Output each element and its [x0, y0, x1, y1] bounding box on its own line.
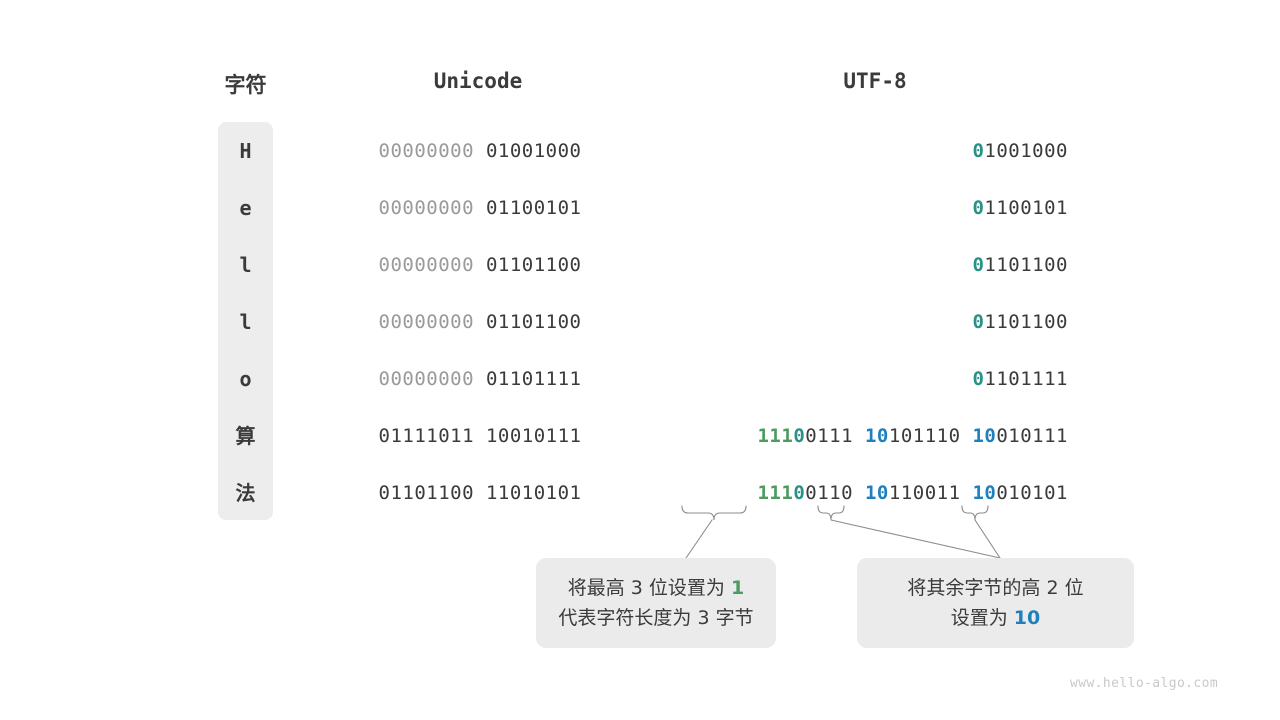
- utf8-payload-bits: 010111: [996, 425, 1068, 447]
- utf8-byte-separator: [853, 482, 865, 504]
- callout-1-line-2: 代表字符长度为 3 字节: [558, 607, 754, 629]
- unicode-byte-separator: [474, 140, 486, 162]
- utf8-cell: 11100110 10110011 10010101: [600, 481, 1068, 505]
- callout-2-line-2: 设置为 10: [951, 603, 1041, 633]
- utf8-payload-bits: 0110: [805, 482, 854, 504]
- character-cell: l: [239, 310, 252, 334]
- unicode-high-byte: 01101100: [378, 482, 475, 504]
- utf8-payload-bits: 010101: [996, 482, 1068, 504]
- utf8-marker-bits: 10: [972, 482, 997, 504]
- utf8-payload-bits: 1101100: [984, 311, 1068, 333]
- utf8-cell: 11100111 10101110 10010111: [600, 424, 1068, 448]
- utf8-payload-bits: 101110: [888, 425, 961, 447]
- unicode-high-byte: 00000000: [378, 197, 475, 219]
- character-cell: H: [239, 139, 252, 163]
- unicode-high-byte: 00000000: [378, 311, 475, 333]
- utf8-payload-bits: 0111: [805, 425, 854, 447]
- unicode-low-byte: 01101100: [485, 254, 582, 276]
- callout-leading-byte: 将最高 3 位设置为 1 代表字符长度为 3 字节: [536, 558, 776, 648]
- character-cell: 法: [235, 481, 256, 505]
- unicode-cell: 00000000 01001000: [340, 139, 620, 163]
- utf8-payload-bits: 1101100: [984, 254, 1068, 276]
- utf8-payload-bits: 1101111: [984, 368, 1068, 390]
- utf8-payload-bits: 110011: [888, 482, 961, 504]
- utf8-marker-bits: 0: [972, 197, 985, 219]
- unicode-low-byte: 10010111: [485, 425, 582, 447]
- unicode-cell: 01101100 11010101: [340, 481, 620, 505]
- column-header-character: 字符: [224, 73, 267, 97]
- utf8-byte-separator: [961, 425, 973, 447]
- character-cell: o: [239, 367, 252, 391]
- utf8-cell: 01001000: [600, 139, 1068, 163]
- utf8-byte-separator: [853, 425, 865, 447]
- utf8-marker-bits: 10: [864, 482, 889, 504]
- utf8-marker-bits: 10: [864, 425, 889, 447]
- utf8-marker-terminator-bit: 0: [793, 482, 806, 504]
- callout-1-line-1-text: 将最高 3 位设置为: [567, 577, 731, 599]
- unicode-high-byte: 00000000: [378, 254, 475, 276]
- unicode-byte-separator: [474, 482, 486, 504]
- utf8-cell: 01100101: [600, 196, 1068, 220]
- column-header-unicode: Unicode: [433, 69, 523, 93]
- unicode-low-byte: 01101111: [485, 368, 582, 390]
- unicode-byte-separator: [474, 425, 486, 447]
- unicode-high-byte: 00000000: [378, 140, 475, 162]
- unicode-low-byte: 11010101: [485, 482, 582, 504]
- callout-1-highlight: 1: [730, 577, 745, 599]
- utf8-marker-bits: 111: [757, 425, 794, 447]
- utf8-payload-bits: 1100101: [984, 197, 1068, 219]
- callout-continuation-bytes: 将其余字节的高 2 位 设置为 10: [857, 558, 1134, 648]
- utf8-marker-bits: 0: [972, 140, 985, 162]
- utf8-marker-terminator-bit: 0: [793, 425, 806, 447]
- unicode-low-byte: 01101100: [485, 311, 582, 333]
- utf8-cell: 01101100: [600, 310, 1068, 334]
- unicode-byte-separator: [474, 197, 486, 219]
- watermark: www.hello-algo.com: [1070, 676, 1219, 691]
- unicode-byte-separator: [474, 311, 486, 333]
- callout-2-line-1: 将其余字节的高 2 位: [907, 577, 1084, 599]
- unicode-byte-separator: [474, 368, 486, 390]
- column-header-utf8: UTF-8: [843, 69, 907, 93]
- utf8-marker-bits: 0: [972, 311, 985, 333]
- unicode-high-byte: 01111011: [378, 425, 475, 447]
- callout-2-highlight: 10: [1013, 607, 1041, 629]
- unicode-low-byte: 01100101: [485, 197, 582, 219]
- utf8-byte-separator: [961, 482, 973, 504]
- unicode-cell: 00000000 01100101: [340, 196, 620, 220]
- callout-2-line-2-text: 设置为: [950, 607, 1014, 629]
- character-column-box: [218, 122, 273, 520]
- unicode-byte-separator: [474, 254, 486, 276]
- callout-1-line-1: 将最高 3 位设置为 1: [568, 573, 744, 603]
- character-cell: 算: [235, 424, 256, 448]
- utf8-marker-bits: 0: [972, 254, 985, 276]
- utf8-marker-bits: 10: [972, 425, 997, 447]
- character-cell: e: [239, 196, 252, 220]
- utf8-cell: 01101100: [600, 253, 1068, 277]
- utf8-marker-bits: 111: [757, 482, 794, 504]
- unicode-low-byte: 01001000: [485, 140, 582, 162]
- unicode-cell: 00000000 01101111: [340, 367, 620, 391]
- utf8-cell: 01101111: [600, 367, 1068, 391]
- unicode-cell: 00000000 01101100: [340, 310, 620, 334]
- character-cell: l: [239, 253, 252, 277]
- utf8-marker-bits: 0: [972, 368, 985, 390]
- unicode-high-byte: 00000000: [378, 368, 475, 390]
- unicode-cell: 00000000 01101100: [340, 253, 620, 277]
- unicode-cell: 01111011 10010111: [340, 424, 620, 448]
- utf8-payload-bits: 1001000: [984, 140, 1068, 162]
